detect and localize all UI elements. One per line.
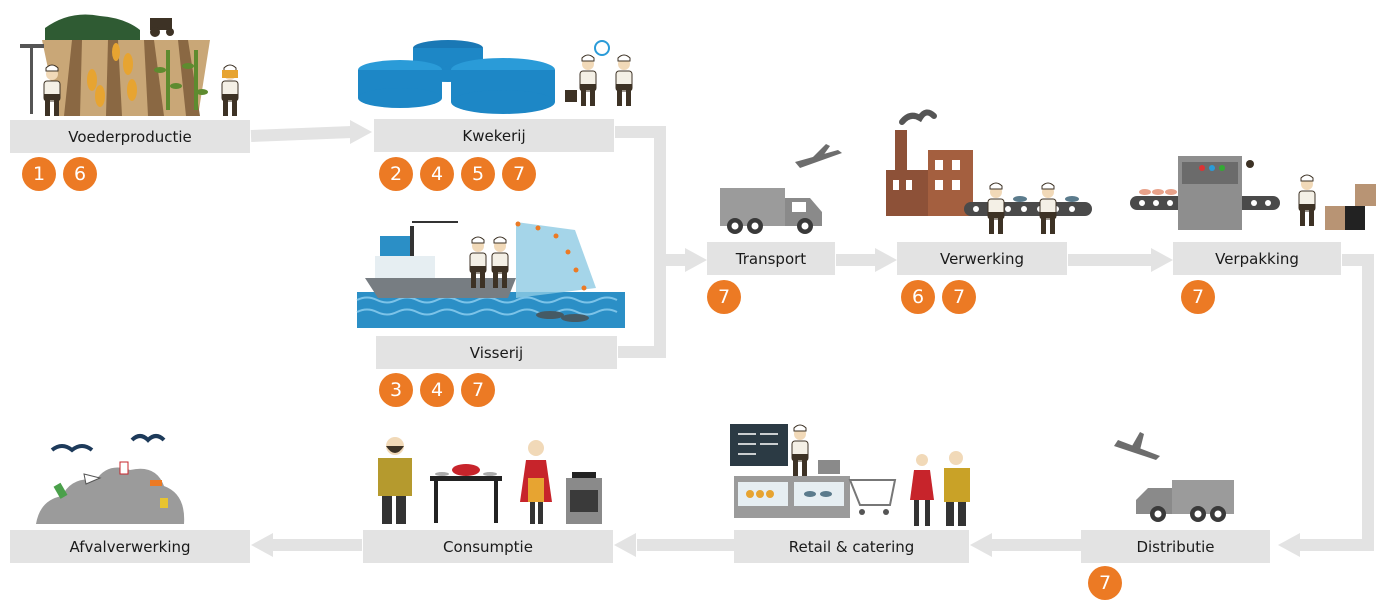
number-badge: 4 — [420, 157, 454, 191]
stage-consumptie: Consumptie — [363, 530, 613, 563]
stage-verwerking: Verwerking — [897, 242, 1067, 275]
packaging-illustration — [1130, 156, 1376, 230]
number-badge: 7 — [502, 157, 536, 191]
number-badge: 7 — [1181, 280, 1215, 314]
stage-transport: Transport — [707, 242, 835, 275]
stage-voederproductie: Voederproductie — [10, 120, 250, 153]
badges-voederproductie: 1 6 — [22, 157, 97, 191]
number-badge: 3 — [379, 373, 413, 407]
arrowhead — [614, 533, 636, 557]
number-badge: 6 — [63, 157, 97, 191]
flow-verpakking-to-distributie — [1298, 254, 1374, 551]
distribution-illustration — [1114, 432, 1234, 522]
stage-afvalverwerking: Afvalverwerking — [10, 530, 250, 563]
badges-visserij: 3 4 7 — [379, 373, 495, 407]
arrowhead — [685, 248, 707, 272]
stage-verpakking: Verpakking — [1173, 242, 1341, 275]
number-badge: 7 — [707, 280, 741, 314]
arrowhead — [251, 533, 273, 557]
waste-illustration — [36, 434, 185, 524]
flow-visserij-to-transport — [618, 260, 666, 358]
retail-illustration — [730, 424, 970, 526]
stage-retail: Retail & catering — [734, 530, 969, 563]
number-badge: 1 — [22, 157, 56, 191]
processing-illustration — [886, 109, 1092, 235]
arrowhead — [1151, 248, 1173, 272]
badges-transport: 7 — [707, 280, 741, 314]
stage-kwekerij: Kwekerij — [374, 119, 614, 152]
badges-verpakking: 7 — [1181, 280, 1215, 314]
badges-kwekerij: 2 4 5 7 — [379, 157, 536, 191]
number-badge: 7 — [461, 373, 495, 407]
stage-distributie: Distributie — [1081, 530, 1270, 563]
number-badge: 7 — [942, 280, 976, 314]
number-badge: 7 — [1088, 566, 1122, 600]
number-badge: 6 — [901, 280, 935, 314]
arrowhead — [1278, 533, 1300, 557]
number-badge: 2 — [379, 157, 413, 191]
transport-illustration — [720, 144, 842, 234]
stage-visserij: Visserij — [376, 336, 617, 369]
arrowhead — [875, 248, 897, 272]
flow-voeder-to-kwekerij — [250, 126, 353, 142]
badges-distributie: 7 — [1088, 566, 1122, 600]
consumption-illustration — [378, 437, 602, 524]
flow-kwekerij-to-transport — [615, 126, 688, 266]
number-badge: 4 — [420, 373, 454, 407]
number-badge: 5 — [461, 157, 495, 191]
badges-verwerking: 6 7 — [901, 280, 976, 314]
feed-production-illustration — [20, 14, 239, 117]
arrowhead — [350, 120, 372, 144]
fish-farm-illustration — [358, 40, 633, 114]
fishery-illustration — [356, 221, 625, 328]
arrowhead — [970, 533, 992, 557]
